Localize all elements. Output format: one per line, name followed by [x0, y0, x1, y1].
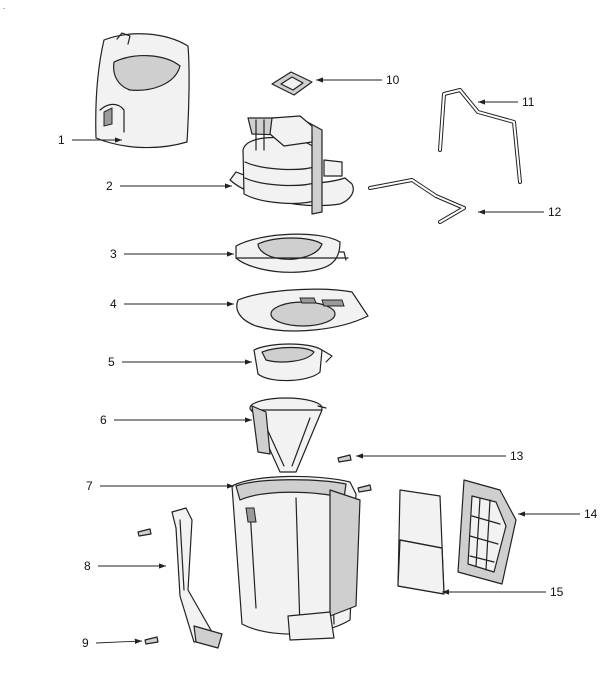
callout-labels: 1 2 3 4 5 6 7 8 9 10 11 12 13 14 15 [58, 73, 598, 650]
callout-2: 2 [106, 179, 113, 193]
corner-mark: . [3, 2, 5, 11]
part-10-gasket [271, 71, 313, 96]
part-6-filter-cone [249, 397, 327, 473]
callout-7: 7 [86, 479, 93, 493]
callout-9: 9 [82, 636, 89, 650]
callout-3: 3 [110, 247, 117, 261]
part-11-wire-rod [438, 88, 522, 184]
callout-12: 12 [548, 205, 562, 219]
part-1-top-cover [95, 32, 190, 149]
part-12-wire-rod [368, 178, 466, 224]
callout-13: 13 [510, 449, 524, 463]
callout-15: 15 [550, 585, 564, 599]
part-3-basket-lid [235, 233, 349, 273]
part-13-screw [337, 454, 372, 493]
leader-lines [72, 77, 580, 645]
part-9-screws [137, 528, 159, 645]
callout-5: 5 [108, 355, 115, 369]
callout-11: 11 [522, 95, 535, 109]
part-7-housing [231, 475, 361, 641]
part-8-support-arm [171, 507, 223, 649]
callout-10: 10 [386, 73, 400, 87]
callout-1: 1 [58, 133, 65, 147]
part-15-filter-panel [397, 489, 445, 595]
part-2-upper-frame [229, 115, 354, 215]
part-5-basket-holder [253, 343, 333, 382]
callout-4: 4 [110, 297, 117, 311]
callout-8: 8 [84, 559, 91, 573]
callout-14: 14 [584, 507, 598, 521]
part-14-tank-frame [457, 479, 517, 585]
part-4-base-plate [236, 288, 369, 332]
callout-6: 6 [100, 413, 107, 427]
